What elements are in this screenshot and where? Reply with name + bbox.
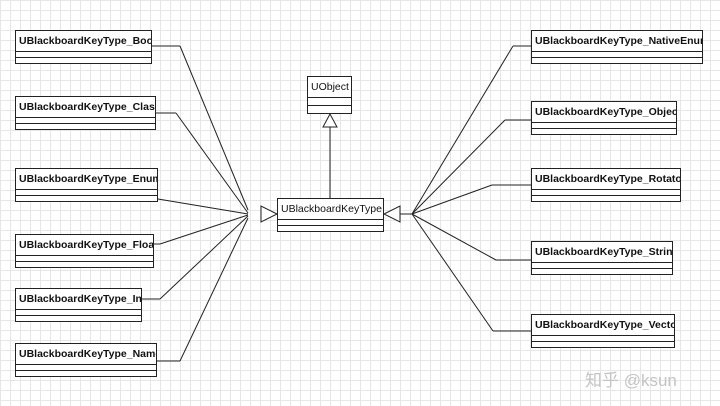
attributes-compartment [278, 220, 383, 226]
attributes-compartment [308, 98, 351, 106]
class-name: UBlackboardKeyType_Bool [16, 31, 151, 52]
class-string[interactable]: UBlackboardKeyType_String [531, 241, 673, 275]
class-ublackboardkeytype[interactable]: UBlackboardKeyType [277, 198, 384, 232]
class-name: UBlackboardKeyType_Float [16, 235, 153, 256]
generalization-line [159, 214, 249, 245]
class-name: UBlackboardKeyType_Int [16, 289, 141, 310]
class-float[interactable]: UBlackboardKeyType_Float [15, 234, 154, 268]
class-name: UBlackboardKeyType_Object [532, 102, 676, 123]
operations-compartment [16, 124, 155, 129]
attributes-compartment [16, 365, 156, 371]
class-uobject[interactable]: UObject [307, 76, 352, 114]
generalization-line [159, 215, 249, 300]
operations-compartment [16, 196, 157, 201]
class-nativeenum[interactable]: UBlackboardKeyType_NativeEnum [531, 30, 703, 64]
class-object[interactable]: UBlackboardKeyType_Object [531, 101, 677, 135]
class-bool[interactable]: UBlackboardKeyType_Bool [15, 30, 152, 64]
watermark-text: 知乎 @ksun [585, 371, 677, 390]
operations-compartment [532, 129, 676, 134]
attributes-compartment [532, 336, 674, 342]
attributes-compartment [532, 123, 676, 129]
class-name: UBlackboardKeyType_Vector [532, 315, 674, 336]
class-vector[interactable]: UBlackboardKeyType_Vector [531, 314, 675, 348]
generalization-line [411, 213, 497, 261]
generalization-line [179, 217, 249, 362]
class-enum[interactable]: UBlackboardKeyType_Enum [15, 168, 158, 202]
generalization-line [411, 119, 506, 215]
class-name: UBlackboardKeyType_Class [16, 97, 155, 118]
attributes-compartment [16, 52, 151, 58]
operations-compartment [532, 342, 674, 347]
class-name: UBlackboardKeyType [278, 199, 383, 220]
class-rotator[interactable]: UBlackboardKeyType_Rotator [531, 168, 681, 202]
generalization-line [411, 213, 494, 332]
operations-compartment [16, 371, 156, 376]
attributes-compartment [16, 118, 155, 124]
class-name[interactable]: UBlackboardKeyType_Name [15, 343, 157, 377]
operations-compartment [532, 269, 672, 274]
generalization-arrowhead [260, 205, 279, 223]
operations-compartment [532, 58, 702, 63]
generalization-line [411, 184, 493, 215]
class-name: UBlackboardKeyType_NativeEnum [532, 31, 702, 52]
class-name: UBlackboardKeyType_Rotator [532, 169, 680, 190]
class-name: UBlackboardKeyType_String [532, 242, 672, 263]
class-class[interactable]: UBlackboardKeyType_Class [15, 96, 156, 130]
generalization-line [175, 112, 249, 214]
operations-compartment [308, 106, 351, 113]
operations-compartment [532, 196, 680, 201]
generalization-arrowhead [382, 205, 401, 223]
attributes-compartment [16, 190, 157, 196]
class-name: UObject [308, 77, 351, 98]
operations-compartment [278, 226, 383, 231]
generalization-line [157, 198, 249, 215]
generalization-line [179, 45, 249, 211]
attributes-compartment [16, 310, 141, 316]
attributes-compartment [532, 263, 672, 269]
class-name: UBlackboardKeyType_Enum [16, 169, 157, 190]
class-name-label: UBlackboardKeyType_Name [16, 344, 156, 365]
operations-compartment [16, 316, 141, 321]
class-int[interactable]: UBlackboardKeyType_Int [15, 288, 142, 322]
attributes-compartment [532, 52, 702, 58]
generalization-arrowhead [322, 112, 338, 128]
operations-compartment [16, 262, 153, 267]
generalization-line [411, 45, 514, 215]
attributes-compartment [16, 256, 153, 262]
attributes-compartment [532, 190, 680, 196]
operations-compartment [16, 58, 151, 63]
